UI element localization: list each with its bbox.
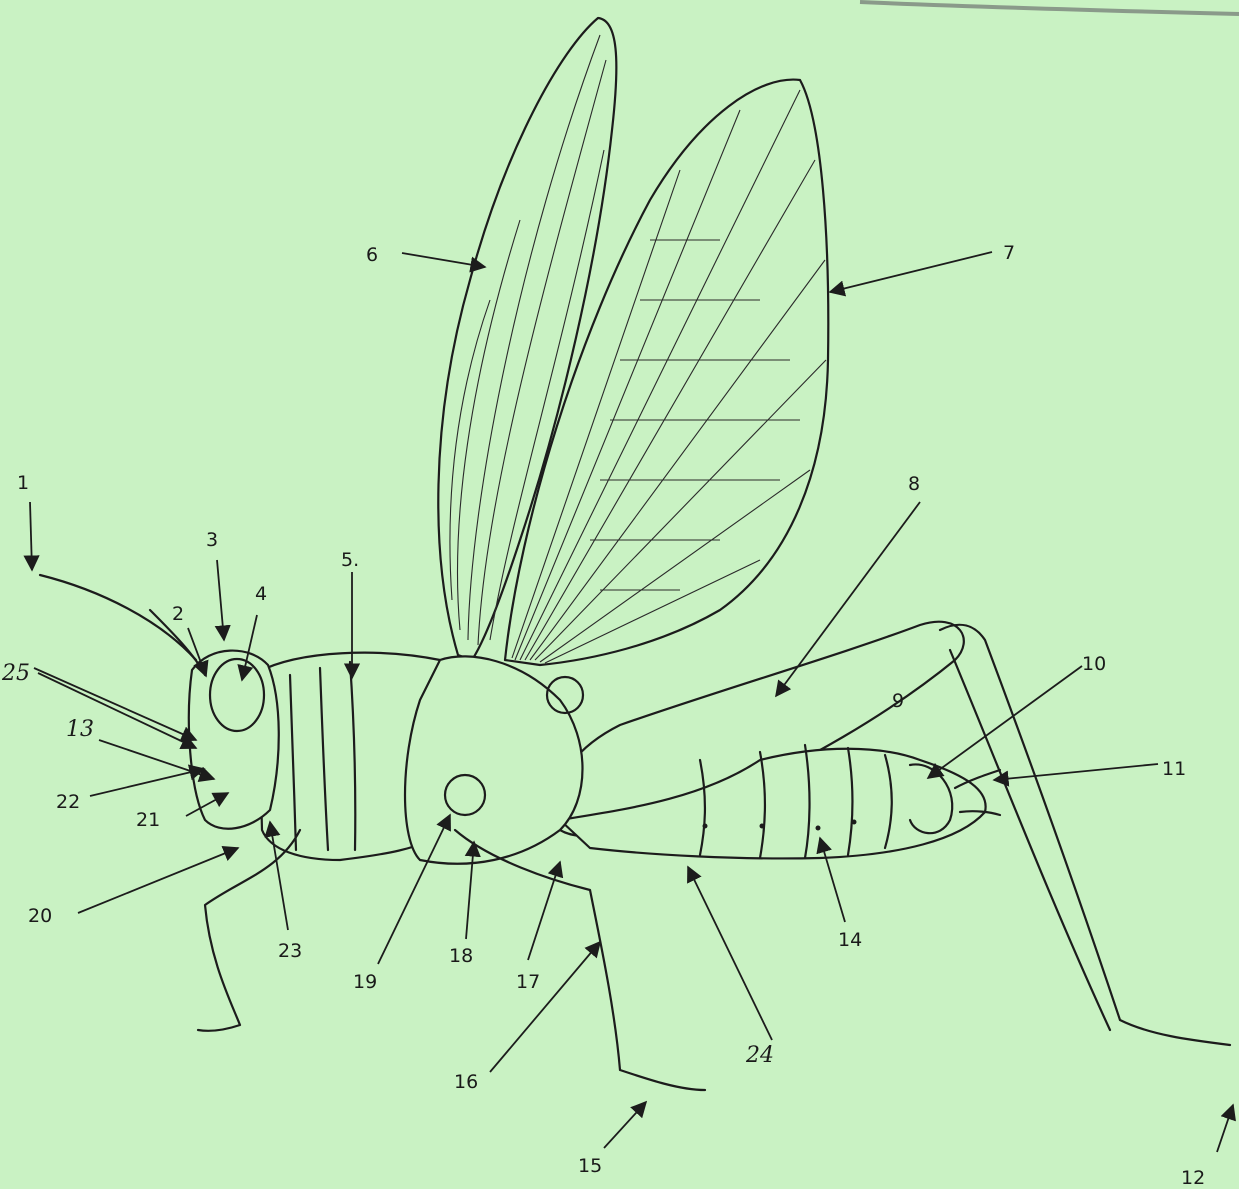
label-15: 15: [578, 1155, 602, 1177]
label-6: 6: [366, 244, 378, 266]
front-leg: [198, 830, 300, 1031]
label-24: 24: [745, 1043, 774, 1068]
grasshopper-drawing: [40, 18, 1230, 1090]
label-19: 19: [353, 971, 377, 993]
label-3: 3: [206, 529, 218, 551]
label-18: 18: [449, 945, 473, 967]
label-22: 22: [56, 791, 80, 813]
label-1: 1: [17, 472, 29, 494]
label-10: 10: [1082, 653, 1106, 675]
label-21: 21: [136, 809, 160, 831]
label-25: 25: [1, 661, 30, 686]
hind-tibia-inner: [950, 650, 1110, 1030]
label-9: 9: [892, 690, 904, 712]
label-8: 8: [908, 473, 920, 495]
label-11: 11: [1162, 758, 1186, 780]
label-4: 4: [255, 583, 267, 605]
hind-tibia: [940, 625, 1230, 1045]
head: [150, 610, 279, 829]
label-7: 7: [1003, 242, 1015, 264]
label-5: 5.: [341, 549, 359, 571]
label-23: 23: [278, 940, 302, 962]
label-2: 2: [172, 603, 184, 625]
label-17: 17: [516, 971, 540, 993]
label-20: 20: [28, 905, 52, 927]
label-12: 12: [1181, 1167, 1205, 1189]
thorax: [258, 653, 583, 864]
middle-leg: [455, 830, 705, 1090]
scan-edge: [860, 2, 1239, 14]
label-13: 13: [66, 717, 94, 742]
label-16: 16: [454, 1071, 478, 1093]
label-14: 14: [838, 929, 862, 951]
